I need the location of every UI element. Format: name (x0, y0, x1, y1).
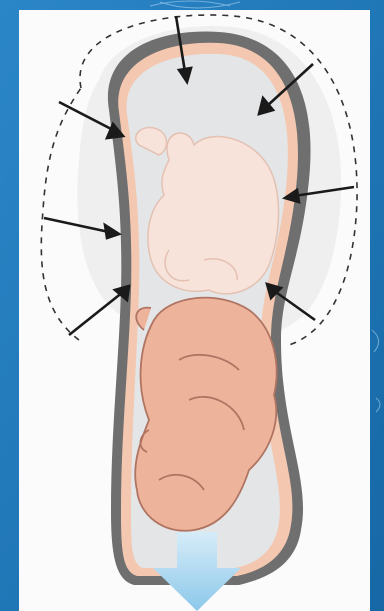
uterus-contraction-illustration (19, 10, 370, 611)
illustration-panel (19, 10, 370, 611)
fetus-upper-position (136, 128, 279, 294)
